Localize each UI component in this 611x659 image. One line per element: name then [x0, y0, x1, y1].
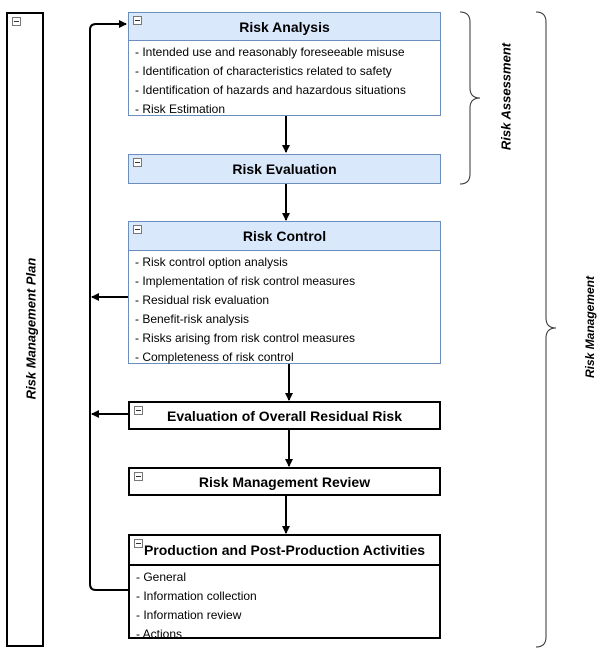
production-box: Production and Post-Production Activitie…	[128, 534, 441, 641]
production-header: Production and Post-Production Activitie…	[130, 536, 439, 564]
list-item: - Risk Estimation	[135, 102, 226, 116]
risk-analysis-list: - Intended use and reasonably foreseeabl…	[129, 40, 440, 119]
risk-management-brace	[535, 11, 557, 648]
collapse-icon[interactable]	[134, 406, 143, 415]
production-title: Production and Post-Production Activitie…	[143, 542, 426, 558]
list-item: - Information review	[136, 608, 242, 622]
risk-control-header: Risk Control	[129, 222, 440, 250]
overall-residual-risk-header: Evaluation of Overall Residual Risk	[130, 403, 439, 428]
risk-evaluation-box: Risk Evaluation	[128, 154, 441, 184]
list-item: - Residual risk evaluation	[135, 293, 270, 307]
collapse-icon[interactable]	[134, 472, 143, 481]
risk-analysis-header: Risk Analysis	[129, 13, 440, 40]
risk-analysis-title: Risk Analysis	[239, 18, 330, 35]
production-list: - General - Information collection - Inf…	[130, 564, 439, 644]
risk-management-label: Risk Management	[583, 275, 597, 379]
risk-evaluation-title: Risk Evaluation	[232, 161, 337, 177]
risk-control-title: Risk Control	[242, 228, 327, 244]
risk-management-plan-label: Risk Management Plan	[23, 257, 39, 400]
overall-residual-risk-box: Evaluation of Overall Residual Risk	[128, 401, 441, 430]
risk-management-review-title: Risk Management Review	[198, 473, 371, 490]
list-item: - Risks arising from risk control measur…	[135, 331, 356, 345]
list-item: - Risk control option analysis	[135, 255, 288, 269]
list-item: - Completeness of risk control	[135, 350, 294, 364]
risk-assessment-label: Risk Assessment	[498, 42, 514, 151]
list-item: - Identification of characteristics rela…	[135, 64, 392, 78]
list-item: - Actions	[136, 627, 183, 641]
risk-analysis-box: Risk Analysis - Intended use and reasona…	[128, 12, 441, 116]
list-item: - Information collection	[136, 589, 257, 603]
collapse-icon[interactable]	[133, 158, 142, 167]
overall-residual-risk-title: Evaluation of Overall Residual Risk	[167, 407, 402, 424]
collapse-icon[interactable]	[133, 225, 142, 234]
collapse-icon[interactable]	[12, 17, 21, 26]
risk-management-review-header: Risk Management Review	[130, 469, 439, 494]
risk-management-review-box: Risk Management Review	[128, 467, 441, 496]
risk-evaluation-header: Risk Evaluation	[129, 155, 440, 183]
risk-management-plan-box	[6, 12, 44, 647]
list-item: - Identification of hazards and hazardou…	[135, 83, 406, 97]
feedback-loop-line	[89, 20, 128, 591]
list-item: - Intended use and reasonably foreseeabl…	[135, 45, 405, 59]
list-item: - General	[136, 570, 187, 584]
risk-assessment-brace	[459, 11, 481, 185]
collapse-icon[interactable]	[134, 539, 143, 548]
list-item: - Benefit-risk analysis	[135, 312, 250, 326]
collapse-icon[interactable]	[133, 16, 142, 25]
risk-control-box: Risk Control - Risk control option analy…	[128, 221, 441, 364]
list-item: - Implementation of risk control measure…	[135, 274, 356, 288]
risk-control-list: - Risk control option analysis - Impleme…	[129, 250, 440, 367]
